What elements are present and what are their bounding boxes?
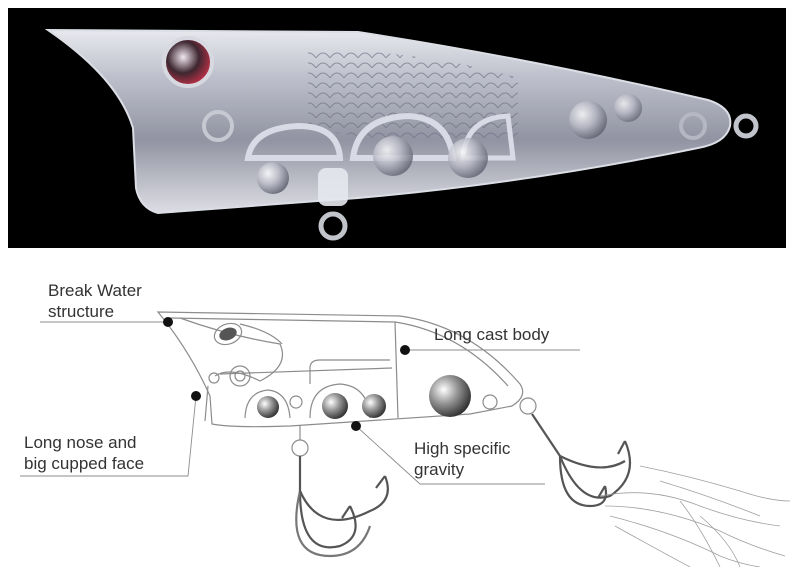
long-nose-dot <box>191 391 201 401</box>
callout-long-cast-line1: Long cast body <box>434 325 550 344</box>
callout-long-nose-line1: Long nose and <box>24 433 137 452</box>
callout-break-water-line2: structure <box>48 302 115 321</box>
lure-diagram: Break Water structure Long cast body Lon… <box>0 256 794 568</box>
feather-tail <box>599 465 791 568</box>
callout-long-cast: Long cast body <box>434 324 549 345</box>
lure-eye <box>162 36 214 88</box>
callout-high-gravity-line2: gravity <box>414 460 465 479</box>
weight-ball <box>429 375 471 417</box>
tail-eyelet <box>733 113 759 139</box>
weight-ball <box>257 396 279 418</box>
high-gravity-dot <box>351 421 361 431</box>
callout-break-water-line1: Break Water <box>48 281 142 300</box>
belly-eyelet <box>318 211 348 241</box>
weight-ball <box>322 393 348 419</box>
callout-high-gravity-line1: High specific <box>414 439 511 458</box>
belly-hook <box>295 456 389 558</box>
callout-long-nose-line2: big cupped face <box>24 454 145 473</box>
weight-ball <box>362 394 386 418</box>
diagram-body-outline <box>156 311 524 428</box>
lure-photo-illustration <box>44 28 759 241</box>
long-cast-dot <box>400 345 410 355</box>
tail-hook <box>531 413 632 508</box>
callout-long-nose: Long nose and big cupped face <box>24 432 144 474</box>
lure-photo <box>8 8 786 248</box>
callout-high-gravity: High specific gravity <box>414 438 510 480</box>
lure-diagram-illustration <box>20 311 791 568</box>
break-water-dot <box>163 317 173 327</box>
callout-break-water: Break Water structure <box>48 280 142 322</box>
